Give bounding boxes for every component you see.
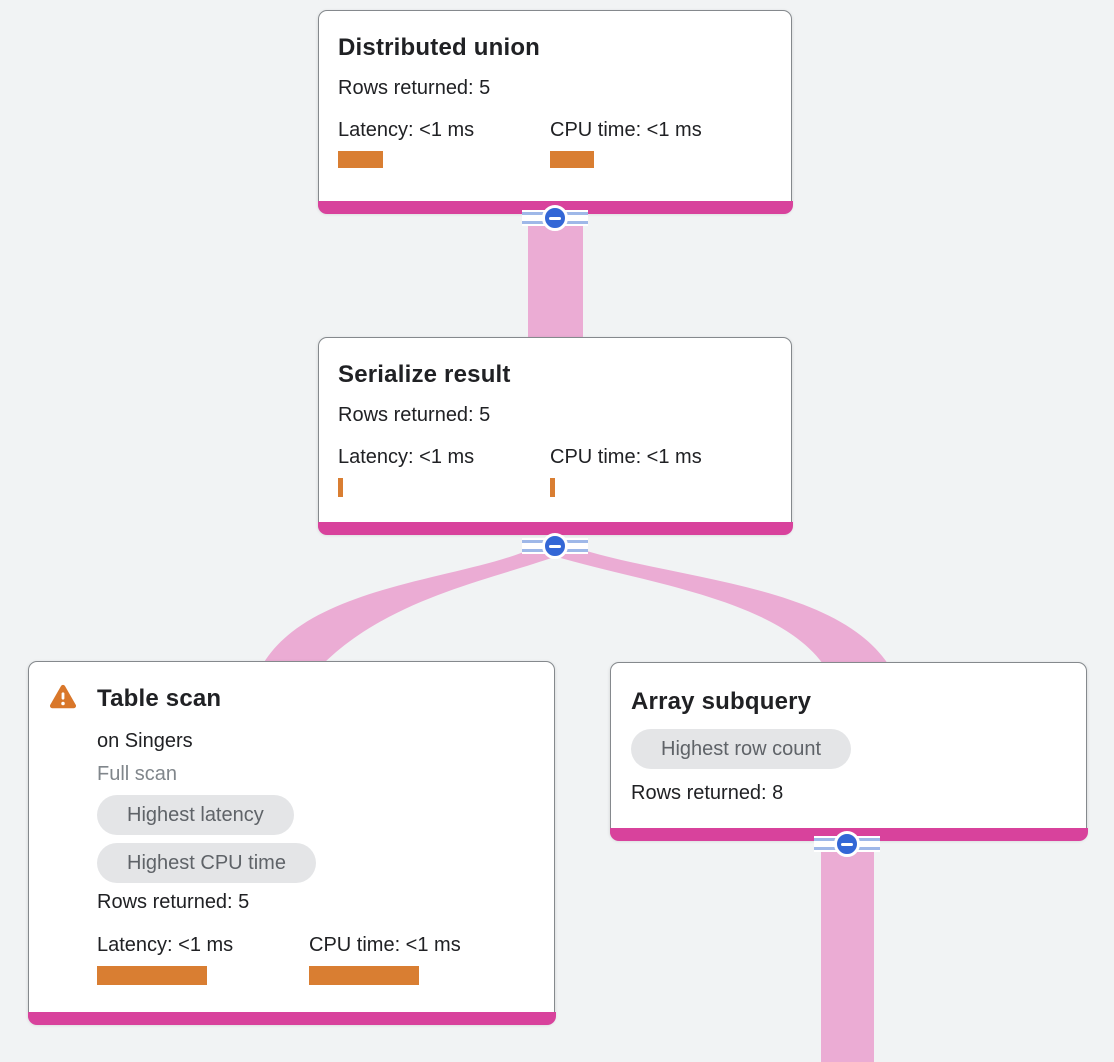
cpu-metric: CPU time: <1 ms — [550, 446, 762, 497]
node-title: Array subquery — [631, 688, 812, 715]
rows-returned: Rows returned: 8 — [631, 782, 784, 804]
rows-returned: Rows returned: 5 — [97, 891, 250, 913]
node-body: Distributed union Rows returned: 5 Laten… — [319, 11, 791, 168]
cpu-bar — [550, 151, 594, 168]
cpu-bar — [550, 478, 555, 497]
collapse-button-distributed-union[interactable] — [522, 205, 588, 231]
node-body: Table scan on Singers Full scan Highest … — [29, 662, 554, 985]
node-footer-accent — [27, 1011, 556, 1025]
rows-returned: Rows returned: 5 — [338, 404, 491, 426]
cpu-metric: CPU time: <1 ms — [309, 934, 521, 985]
cpu-bar — [309, 966, 419, 985]
collapse-button-serialize-result[interactable] — [522, 533, 588, 559]
node-body: Serialize result Rows returned: 5 Latenc… — [319, 338, 791, 497]
collapse-button-array-subquery[interactable] — [814, 831, 880, 857]
minus-glyph — [549, 216, 561, 220]
cpu-metric: CPU time: <1 ms — [550, 119, 762, 168]
metrics: Latency: <1 ms CPU time: <1 ms — [338, 119, 771, 168]
latency-bar — [338, 478, 343, 497]
node-footer-accent — [317, 521, 793, 535]
node-serialize-result[interactable]: Serialize result Rows returned: 5 Latenc… — [317, 337, 793, 535]
badge-highest-cpu-time: Highest CPU time — [97, 843, 316, 883]
badge-highest-row-count: Highest row count — [631, 729, 852, 769]
edge-array-subquery-to-child — [821, 830, 874, 1062]
latency-label: Latency: <1 ms — [97, 934, 234, 956]
node-subtitle: on Singers — [97, 730, 193, 752]
minus-circle-icon — [834, 831, 860, 857]
cpu-label: CPU time: <1 ms — [550, 119, 702, 141]
latency-bar — [97, 966, 207, 985]
latency-label: Latency: <1 ms — [338, 446, 475, 468]
node-note: Full scan — [97, 763, 178, 785]
node-title: Table scan — [97, 685, 222, 712]
cpu-label: CPU time: <1 ms — [550, 446, 702, 468]
rows-returned: Rows returned: 5 — [338, 77, 491, 99]
cpu-label: CPU time: <1 ms — [309, 934, 461, 956]
latency-bar — [338, 151, 383, 168]
minus-circle-icon — [542, 205, 568, 231]
minus-glyph — [841, 842, 853, 846]
latency-metric: Latency: <1 ms — [338, 119, 550, 168]
latency-metric: Latency: <1 ms — [97, 934, 309, 985]
warning-icon — [49, 684, 77, 709]
edge-serialize-result-to-table-scan — [263, 549, 557, 664]
node-array-subquery[interactable]: Array subquery Highest row count Rows re… — [609, 662, 1088, 841]
latency-label: Latency: <1 ms — [338, 119, 475, 141]
badge-highest-latency: Highest latency — [97, 795, 294, 835]
latency-metric: Latency: <1 ms — [338, 446, 550, 497]
minus-circle-icon — [542, 533, 568, 559]
edge-serialize-result-to-array-subquery — [554, 549, 888, 664]
node-title: Distributed union — [338, 34, 541, 61]
node-table-scan[interactable]: Table scan on Singers Full scan Highest … — [27, 661, 556, 1025]
node-title: Serialize result — [338, 361, 511, 388]
node-body: Array subquery Highest row count Rows re… — [611, 663, 1086, 805]
metrics: Latency: <1 ms CPU time: <1 ms — [97, 934, 534, 985]
minus-glyph — [549, 544, 561, 548]
metrics: Latency: <1 ms CPU time: <1 ms — [338, 446, 771, 497]
node-distributed-union[interactable]: Distributed union Rows returned: 5 Laten… — [317, 10, 793, 214]
